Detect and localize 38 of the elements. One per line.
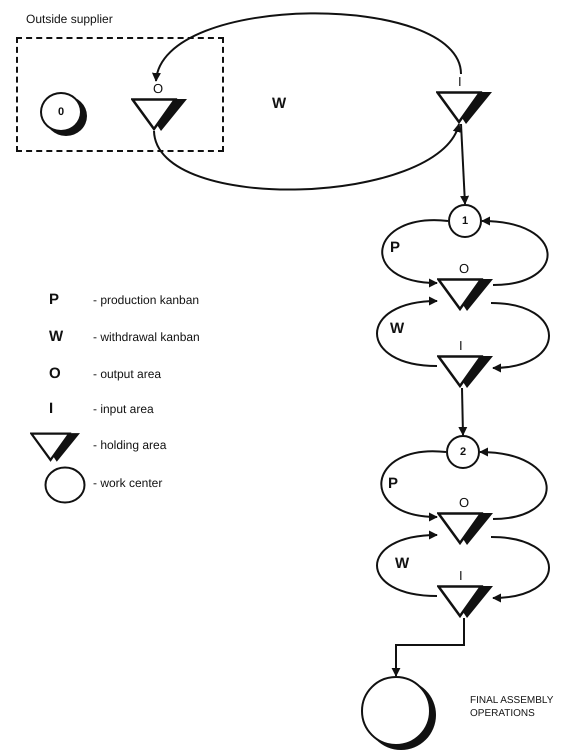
work-center-circle: 2: [446, 435, 480, 469]
area-letter: O: [459, 261, 470, 276]
area-letter: I: [459, 338, 463, 353]
group-heading: Outside supplier: [26, 12, 113, 26]
legend-text: - input area: [93, 402, 154, 416]
kanban-letter: W: [395, 555, 410, 572]
legend-text: - withdrawal kanban: [93, 330, 200, 344]
kanban-arrow: [392, 618, 465, 677]
legend-symbol: P: [49, 291, 60, 308]
kanban-arrow: [376, 297, 438, 367]
kanban-arrow: [490, 302, 550, 372]
kanban-arrow: [481, 217, 548, 286]
kanban-arrow: [153, 123, 460, 190]
legend-symbol: I: [49, 400, 54, 417]
area-letter: O: [459, 495, 470, 510]
legend-text: - work center: [93, 476, 162, 490]
legend-symbol: W: [49, 328, 64, 345]
kanban-arrow: [479, 448, 548, 520]
kanban-arrow: [382, 219, 448, 287]
kanban-arrow: [458, 388, 468, 436]
area-letter: I: [459, 568, 463, 583]
area-letter: I: [458, 74, 462, 89]
work-center-circle: 1: [448, 204, 482, 238]
kanban-arrow: [376, 531, 438, 597]
kanban-letter: P: [388, 475, 398, 492]
kanban-letter: W: [272, 95, 286, 112]
kanban-arrow: [154, 12, 462, 82]
kanban-arrow: [460, 124, 470, 205]
kanban-letter: P: [390, 239, 400, 256]
area-letter: O: [153, 81, 164, 96]
legend-text: - output area: [93, 367, 162, 381]
legend-text: - production kanban: [93, 293, 200, 307]
kanban-arrow: [490, 536, 550, 602]
node-caption: FINAL ASSEMBLY OPERATIONS: [470, 694, 554, 720]
kanban-arrow: [380, 450, 446, 521]
kanban-letter: W: [390, 320, 404, 337]
legend-text: - holding area: [93, 438, 166, 452]
legend-symbol: O: [49, 365, 61, 382]
